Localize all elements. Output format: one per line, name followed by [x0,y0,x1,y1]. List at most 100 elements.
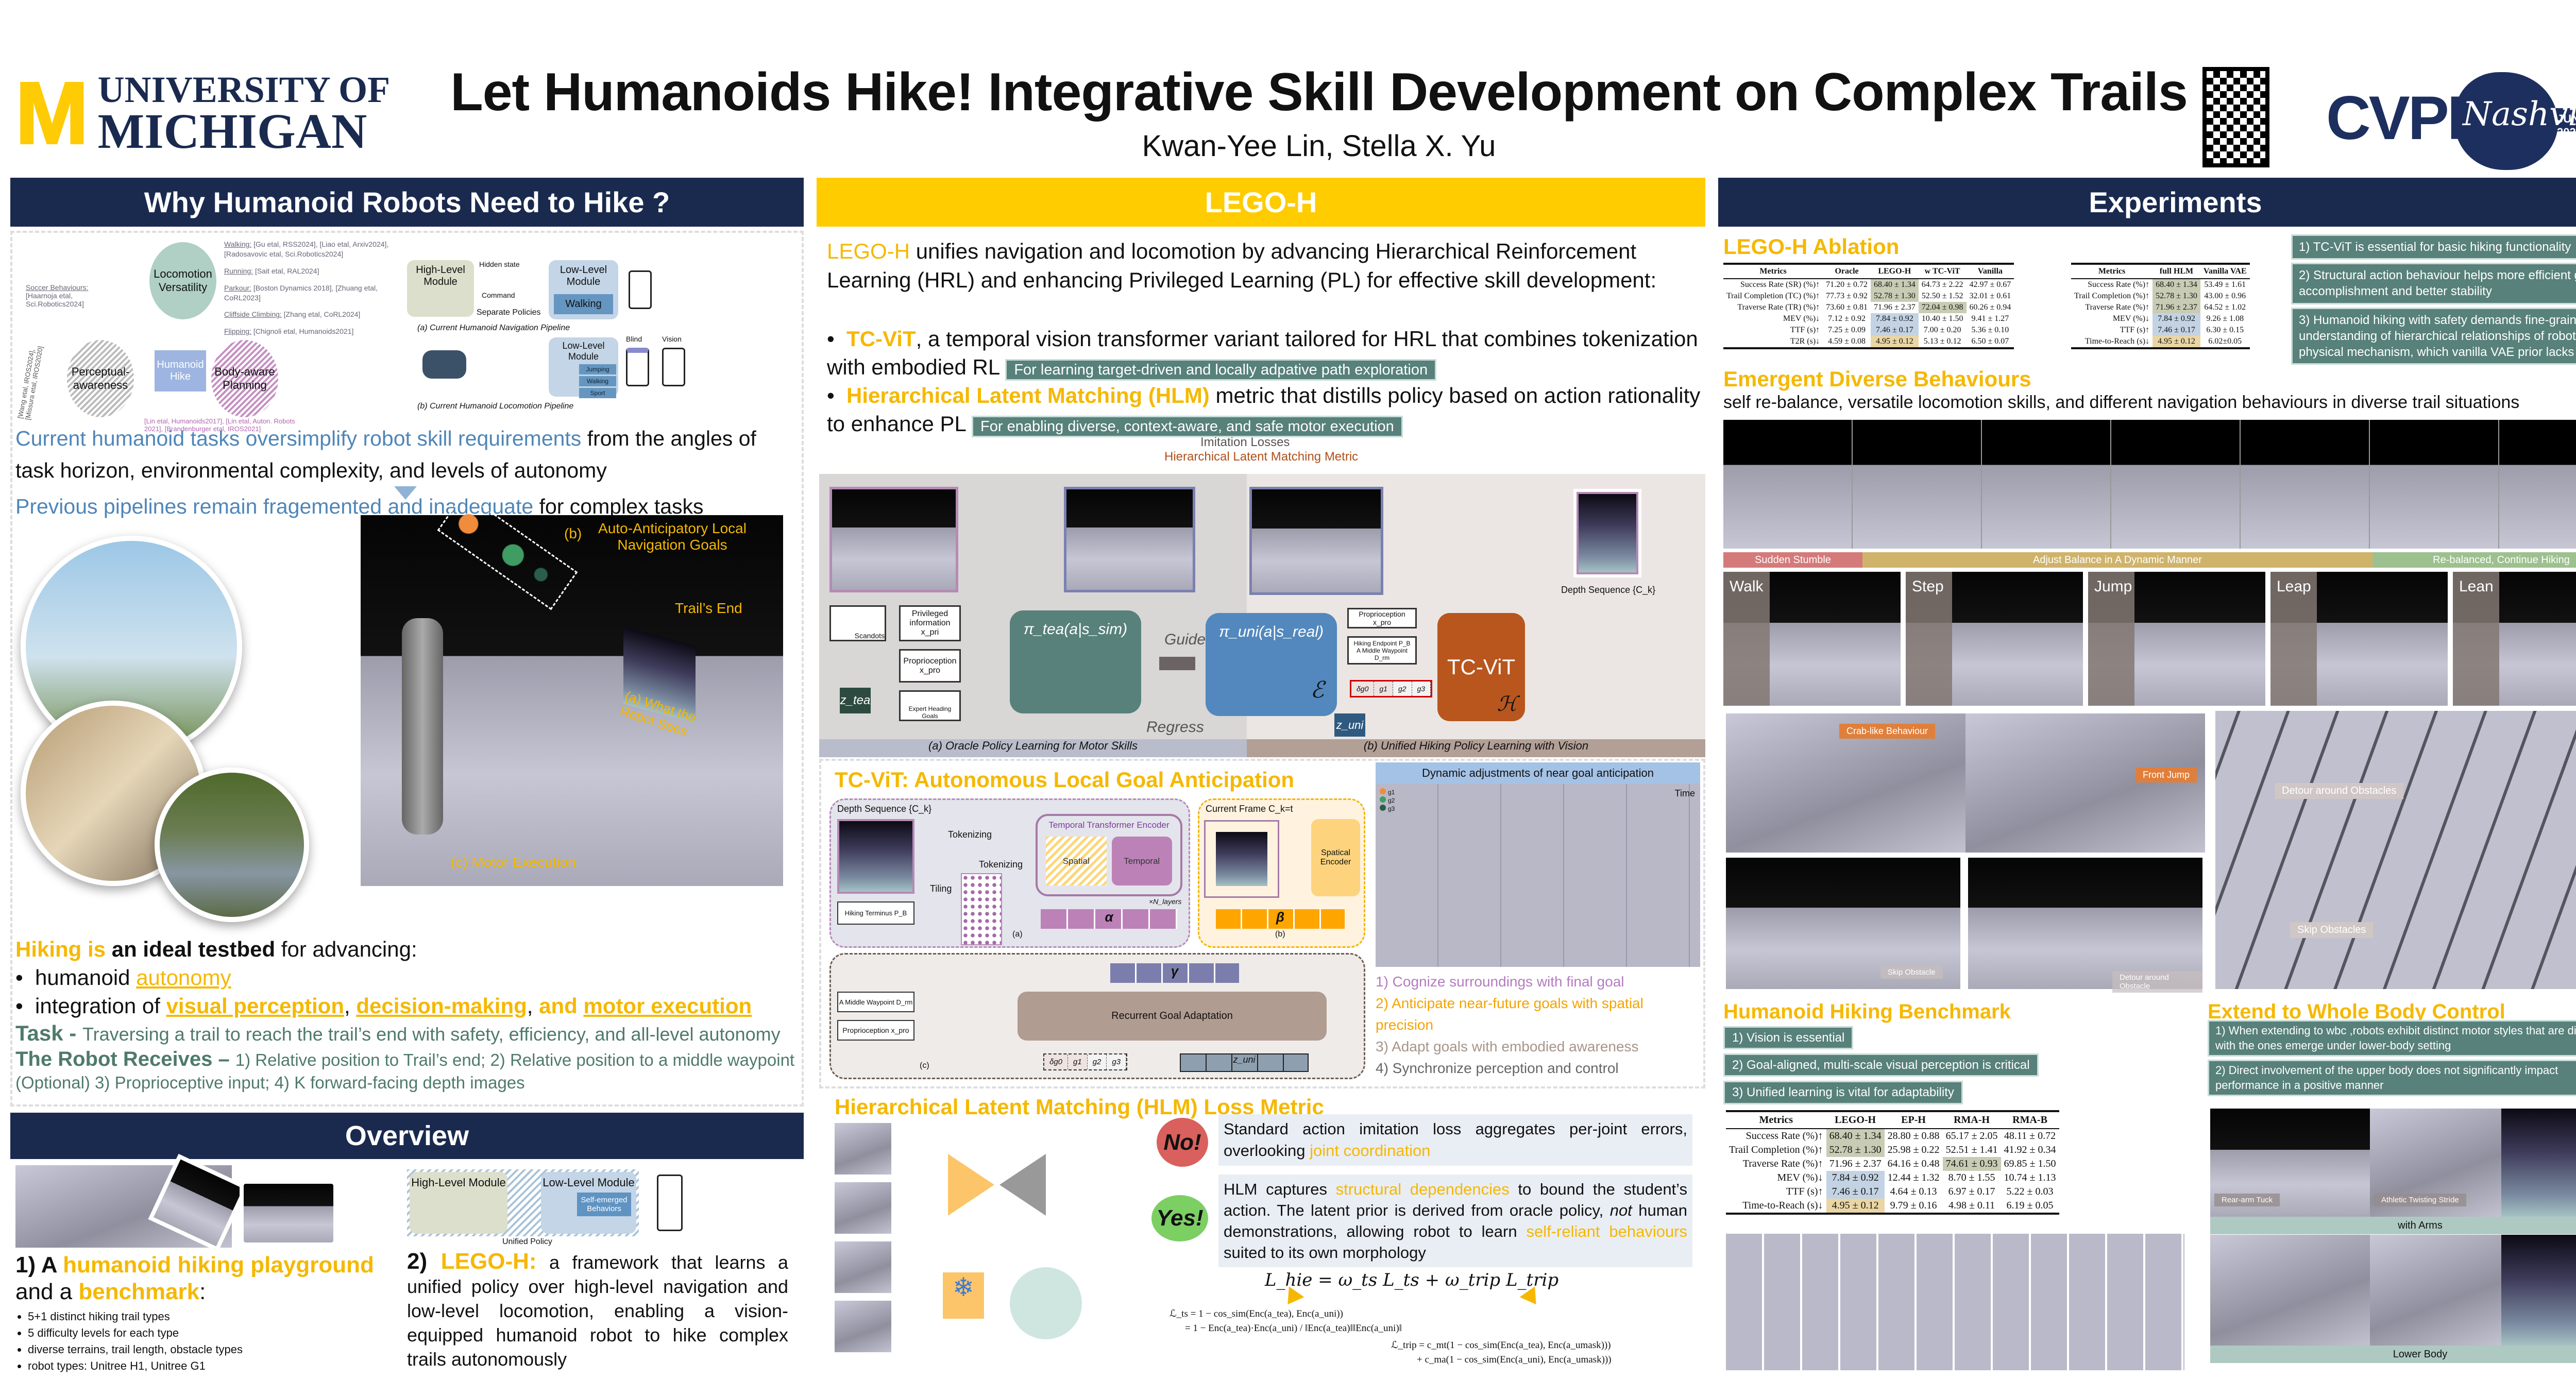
table-cell: 52.51 ± 1.41 [1945,1144,1998,1155]
table-cell: 32.01 ± 0.61 [1969,292,2011,300]
z-uni-box: z_uni [1334,713,1365,737]
privileged-box: Privileged information x_pri [899,605,961,641]
column-header: Metrics [1726,1111,1826,1129]
why-section [10,231,804,1106]
venn-locomotion-label: Locomotion Versatility [154,267,212,294]
alpha-label: α [1105,909,1113,925]
metric-name: Success Rate (%)↑ [2088,280,2150,289]
high-level-module: High-Level Module [407,260,474,317]
proprio2-label: Proprioception x_pro [1359,610,1405,626]
hiking-testbed: Hiking is an ideal testbed for advancing… [15,935,799,1094]
hlm-frame-4 [835,1301,891,1352]
skill-ref-citations: [Boston Dynamics 2018], [Zhuang etal, Co… [224,283,378,302]
column-header: full HLM [2153,264,2200,279]
legend-item: g1 [1380,788,1395,796]
table-cell: 4.95 ± 0.12 [1870,336,1919,348]
unified-scene [1249,487,1383,595]
yes-text-1: HLM captures [1224,1180,1336,1198]
overview-diagram: High-Level Module Low-Level Module Self-… [407,1169,799,1247]
goal-token: g3 [1412,682,1431,696]
caption-unified: (b) Unified Hiking Policy Learning with … [1247,739,1705,757]
depth-sequence-thumb [1573,489,1641,577]
metric-name: Time-to-Reach (s)↓ [2084,337,2150,346]
bullet1-highlight: autonomy [136,965,231,990]
table-cell: 52.78 ± 1.30 [1826,1143,1885,1157]
section-header-why: Why Humanoid Robots Need to Hike ? [10,178,804,227]
robot-inputs: The Robot Receives – 1) Relative positio… [15,1048,799,1094]
wbc-arms-depth [2501,1109,2576,1217]
conference-city: Nashville [2463,95,2576,133]
table-cell: 64.52 ± 1.02 [2204,303,2246,312]
no-label: No! [1163,1129,1201,1155]
table-cell: 64.16 ± 0.48 [1887,1158,1940,1169]
pi-tea-label: π_tea(a|s_sim) [1023,621,1128,638]
no-highlight: joint coordination [1310,1142,1431,1160]
qr-code[interactable] [2202,67,2269,167]
table-cell: 68.40 ± 1.34 [1826,1129,1885,1143]
table-cell: 7.84 ± 0.92 [1870,313,1919,325]
current-pipelines-diagram: High-Level Module Hidden state Command S… [407,242,799,417]
table-cell: 10.40 ± 1.50 [1921,314,1963,323]
goal-token: g1 [1374,682,1393,696]
table-cell: 4.64 ± 0.13 [1890,1186,1937,1197]
ablation-findings: 1) TC-ViT is essential for basic hiking … [2291,234,2576,368]
panel-c-label: (c) [920,1061,929,1070]
guide-label: Guide [1164,631,1206,648]
detour-obstacles-tag: Detour around Obstacles [2275,783,2404,799]
scene-label-b: (b) [564,525,582,541]
conference-dates: JUNE 11-15, 2025 [2557,112,2576,139]
yes-highlight-2: self-reliant behaviours [1526,1222,1688,1240]
goal-token: g2 [1087,1054,1107,1069]
bullet2-text: integration of [35,994,166,1018]
overview-lego-h: 2) LEGO-H: a framework that learns a uni… [407,1249,788,1371]
front-jump-tag: Front Jump [2136,768,2197,782]
anticipation-point: 1) Cognize surroundings with final goal [1376,974,1624,990]
metric-name: TTF (s)↑ [2120,326,2150,334]
table-cell: 71.96 ± 2.37 [1829,1158,1882,1169]
skill-reference-list: Walking: [Gu etal, RSS2024], [Liao etal,… [224,240,399,344]
lego-contributions: • TC-ViT, a temporal vision transformer … [827,325,1703,438]
hlm-frame-1 [835,1123,891,1174]
photo-stream [155,768,309,922]
anticipation-point: 3) Adapt goals with embodied awareness [1376,1038,1639,1054]
guide-arrow-icon [1159,657,1195,670]
poster-authors: Kwan-Yee Lin, Stella X. Yu [1142,129,1496,163]
caption-locomotion-pipeline: (b) Current Humanoid Locomotion Pipeline [417,402,574,411]
legend-dot-icon [1380,805,1386,811]
skill-ref-label: Walking: [224,240,252,248]
legend-item: g2 [1380,796,1395,805]
motivation-venn-diagram: Locomotion Versatility Perceptual-awaren… [16,237,402,433]
column-header: Metrics [2071,264,2153,279]
table-cell: 73.60 ± 0.81 [1826,303,1868,312]
proprio-label: Proprioception x_pro [903,656,957,675]
table-cell: 5.13 ± 0.12 [1923,337,1961,346]
ideal-testbed: an ideal testbed [106,937,276,961]
eq-ts-line2: = 1 − Enc(a_tea)·Enc(a_uni) / ‖Enc(a_tea… [1185,1323,1402,1334]
twisting-stride-tag: Athletic Twisting Stride [2374,1194,2466,1206]
overview-high-label: High-Level Module [411,1176,506,1189]
expert-goals-box: Expert Heading Goals [899,690,961,721]
table-cell: 6.97 ± 0.17 [1948,1186,1995,1197]
skill-image-jump: Jump [2088,572,2265,706]
column-header: Vanilla [1966,264,2014,279]
phase-rebalanced: Re-balanced, Continue Hiking [2372,552,2576,568]
finding-box: 2) Direct involvement of the upper body … [2208,1060,2576,1097]
tcvit-block-label: TC-ViT [1447,655,1516,679]
terminus-box: Hiking Terminus P_B [837,901,914,925]
motivation-statements: Current humanoid tasks oversimplify robo… [15,422,799,522]
statement2-rest: for complex tasks [533,495,704,518]
table-cell: 42.97 ± 0.67 [1969,280,2011,289]
yes-text-4: suited to its own morphology [1224,1244,1426,1262]
skill-image-lean: Lean [2453,572,2576,706]
skip-obstacle-tag: Skip Obstacle [1880,966,1943,979]
hlm-highlight: Hierarchical Latent Matching (HLM) [846,383,1210,407]
metric-name: Trail Completion (%)↑ [2074,292,2150,300]
anticipation-point: 4) Synchronize perception and control [1376,1060,1619,1076]
intro-text: unifies navigation and locomotion by adv… [827,239,1657,292]
